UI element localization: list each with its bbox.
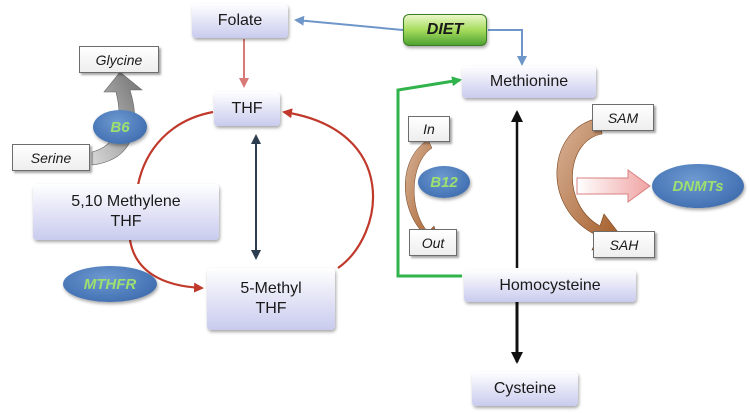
thf-to-methylene-arc [136, 110, 214, 186]
in-label: In [408, 116, 450, 142]
diet-to-methionine-arrow [488, 29, 527, 66]
glycine-label: Glycine [79, 46, 159, 73]
folate-node: Folate [192, 4, 288, 38]
methylene-thf-node: 5,10 Methylene THF [33, 184, 219, 240]
methyl-thf-line1: 5-Methyl [240, 280, 302, 297]
serine-label: Serine [12, 144, 90, 171]
b6-oval: B6 [93, 110, 147, 144]
homocysteine-to-methionine-green-arrow [396, 76, 462, 278]
methylene-thf-line2: THF [110, 213, 142, 230]
mthfr-oval: MTHFR [63, 266, 157, 302]
homocysteine-node: Homocysteine [464, 270, 636, 302]
methionine-node: Methionine [462, 66, 596, 98]
methylthf-to-thf-arc [282, 108, 374, 269]
out-label: Out [409, 229, 457, 256]
methyl-thf-line2: THF [255, 300, 287, 317]
thf-node: THF [214, 92, 280, 126]
methylene-to-methylthf-arrow [128, 239, 204, 293]
b12-oval: B12 [418, 166, 470, 198]
cysteine-node: Cysteine [472, 372, 578, 406]
diet-to-folate-arrow [294, 15, 404, 31]
sah-label: SAH [593, 231, 655, 258]
diet-badge: DIET [403, 14, 487, 46]
dnmts-pink-arrow [576, 169, 651, 203]
sam-label: SAM [592, 104, 654, 131]
dnmts-oval: DNMTs [652, 164, 744, 208]
methylene-thf-line1: 5,10 Methylene [71, 193, 181, 210]
methyl-thf-node: 5-Methyl THF [207, 268, 335, 330]
